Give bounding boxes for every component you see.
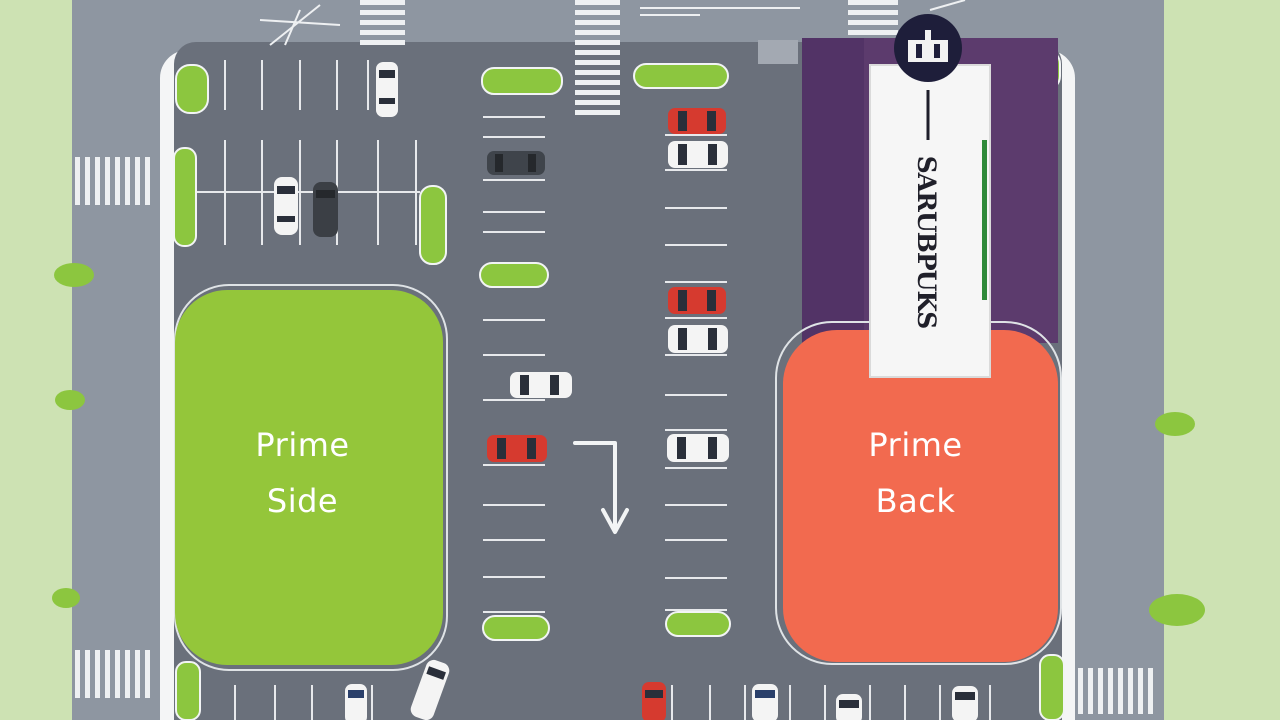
green-islands <box>173 49 1065 720</box>
store-sign-stripe <box>982 140 987 300</box>
parking-lines-top-left <box>195 60 420 245</box>
crosswalk-bottom-left <box>75 650 150 698</box>
car <box>510 372 572 398</box>
car <box>345 684 367 720</box>
car <box>752 684 778 720</box>
prime-back-line2: Back <box>875 482 956 520</box>
prime-side-line2: Side <box>266 482 339 520</box>
store-wall-front <box>802 38 864 343</box>
prime-back-line1: Prime <box>868 426 963 464</box>
parking-lines-middle-left <box>483 116 545 613</box>
parking-lines-bottom <box>234 685 991 720</box>
prime-side-label: Prime Side <box>175 417 430 529</box>
car <box>376 62 398 117</box>
store-sign-text: SARUBPUKS <box>912 155 941 329</box>
car <box>952 686 978 720</box>
crosswalk-left <box>75 157 150 205</box>
car <box>836 694 862 720</box>
grass-left <box>0 0 75 720</box>
car <box>668 325 728 353</box>
car <box>668 108 726 134</box>
car <box>410 659 450 720</box>
car <box>667 434 729 462</box>
crosswalk-top-center <box>575 0 620 115</box>
prime-back-label: Prime Back <box>783 417 1048 529</box>
prime-side-zone <box>175 290 443 665</box>
prime-back-zone <box>783 330 1058 662</box>
trees <box>52 85 1205 626</box>
prime-side-line1: Prime <box>255 426 350 464</box>
car <box>642 682 666 720</box>
car <box>668 141 728 168</box>
utility-box <box>758 40 798 64</box>
top-left-lot <box>185 55 405 115</box>
crosswalk-bottom-right <box>1078 668 1153 714</box>
road-markings-top <box>259 0 966 46</box>
car <box>313 182 338 237</box>
down-arrow-icon <box>573 441 629 534</box>
car <box>668 287 726 314</box>
car <box>487 151 545 175</box>
parking-lines-middle-right <box>665 134 727 611</box>
store-logo-icon <box>894 14 962 82</box>
cars <box>274 62 978 720</box>
crosswalk-top-left <box>360 0 405 45</box>
car <box>274 177 298 235</box>
car <box>487 435 547 462</box>
